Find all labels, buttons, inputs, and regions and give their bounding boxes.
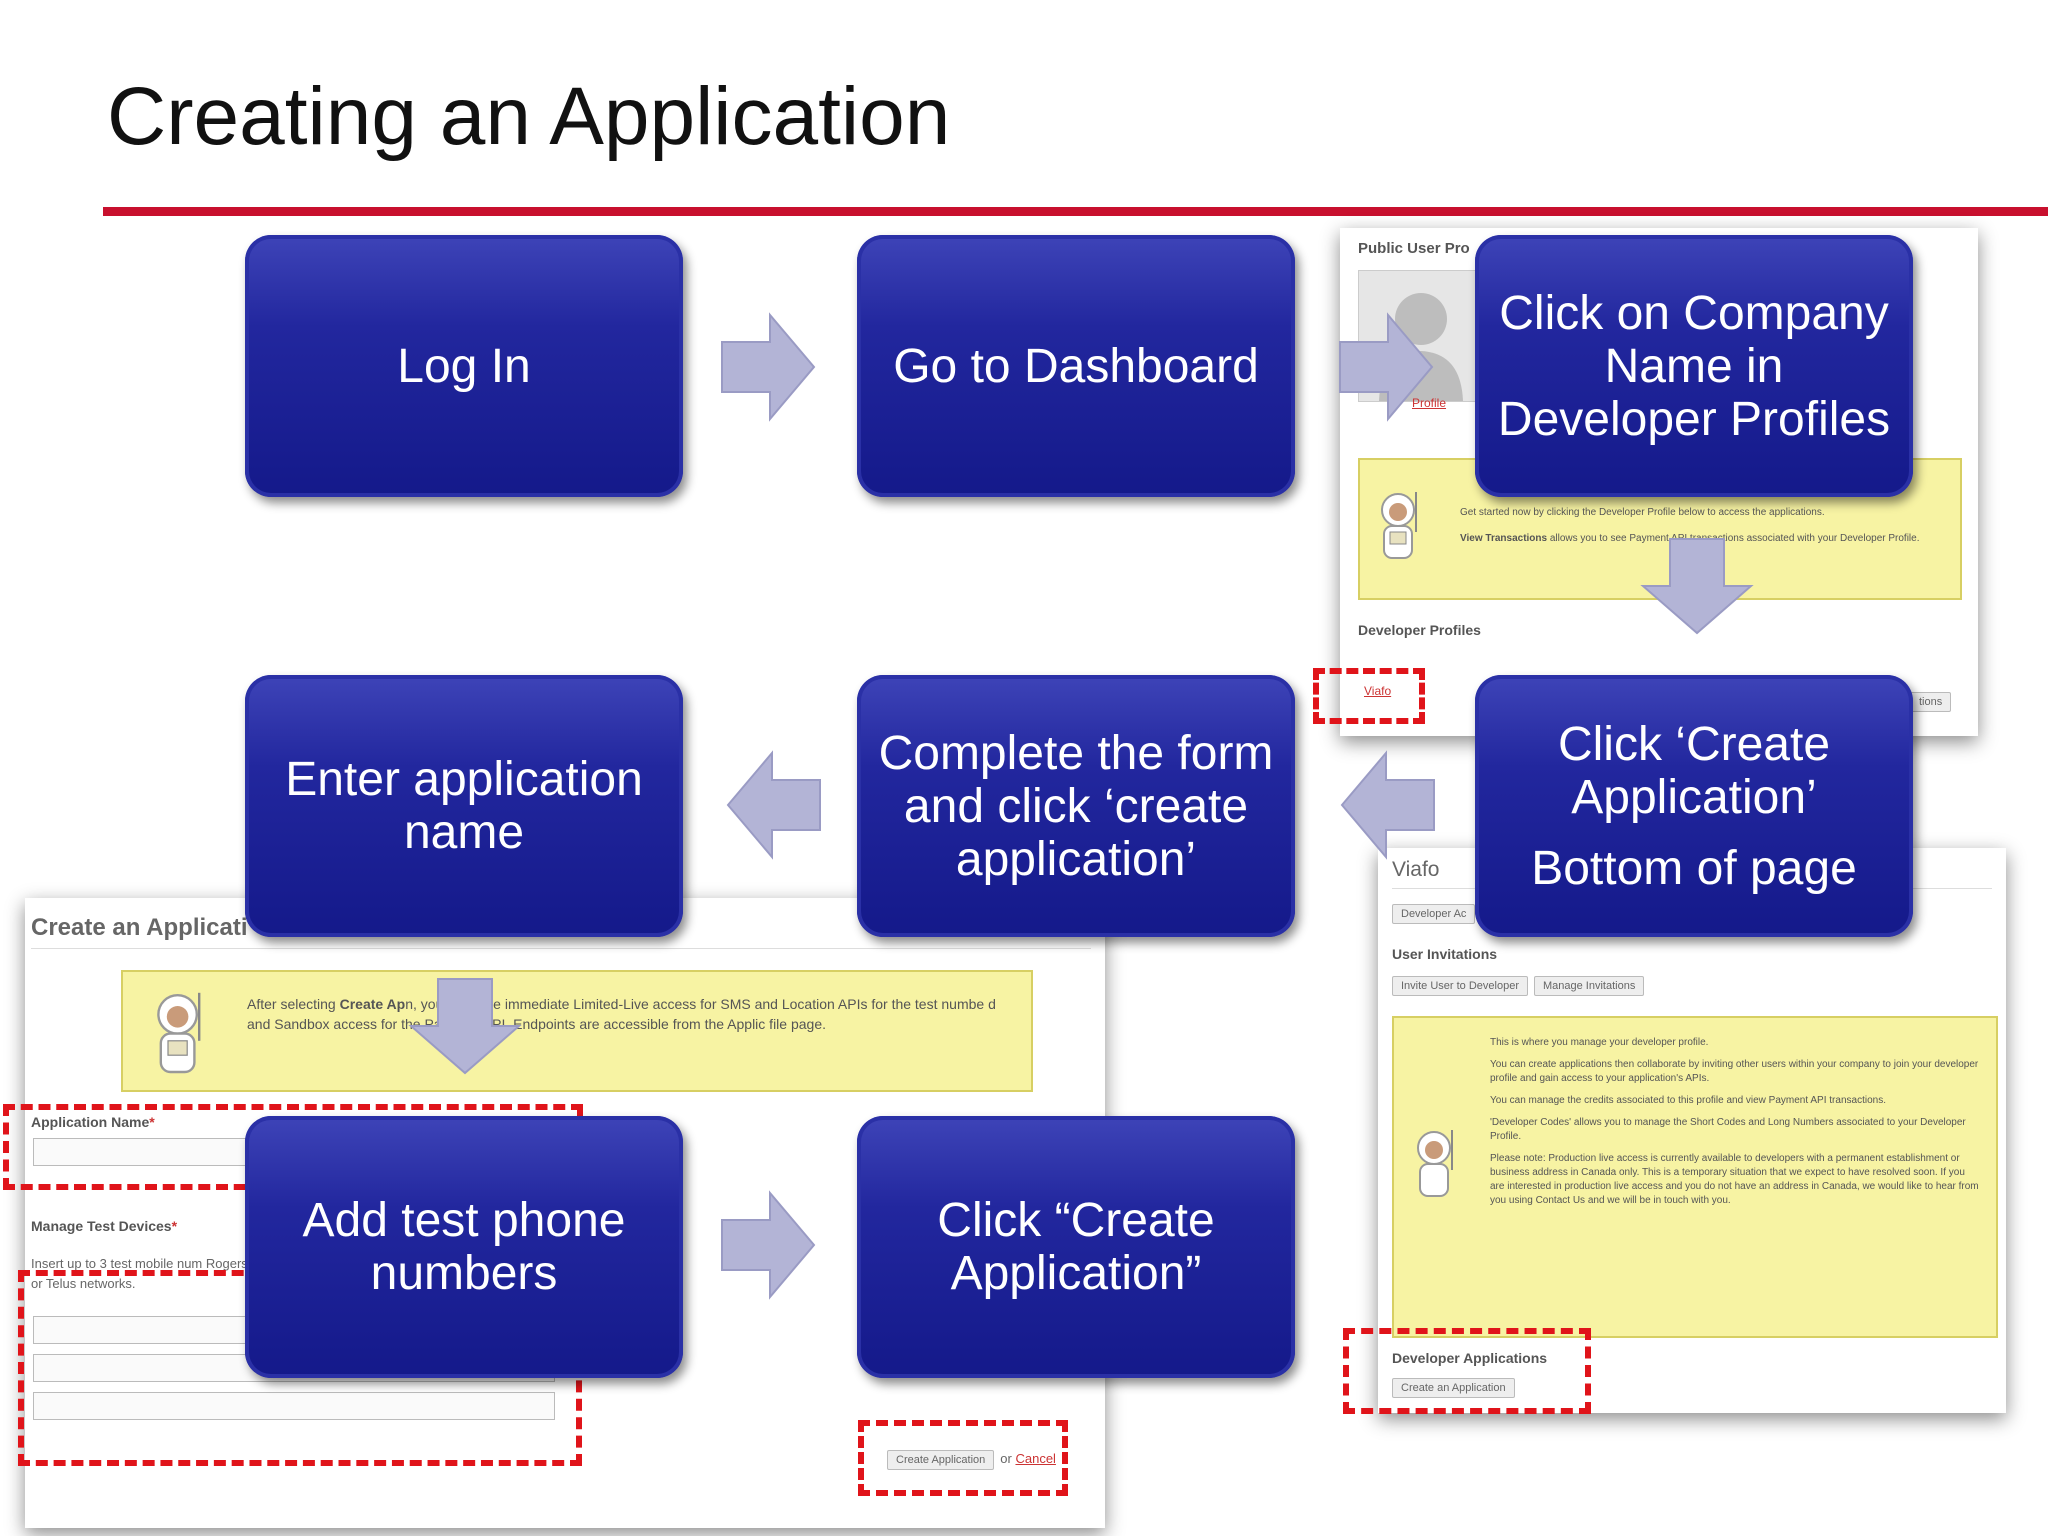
- info-paragraph: 'Developer Codes' allows you to manage t…: [1490, 1117, 1966, 1142]
- form-actions: Create Application or Cancel: [887, 1450, 1056, 1470]
- step-enter-name-label: Enter application name: [285, 753, 643, 859]
- notice-rest: n, you will have immediate Limited-Live …: [247, 996, 996, 1032]
- user-invitations-heading: User Invitations: [1392, 946, 1498, 962]
- highlight-viafo-link: [1313, 668, 1425, 724]
- viafo-info-text: This is where you manage your developer …: [1490, 1036, 1980, 1208]
- step-complete-label: Complete the form and click ‘create appl…: [878, 726, 1274, 886]
- highlight-create-button: [858, 1420, 1068, 1496]
- title-divider: [103, 207, 2048, 216]
- info-paragraph: Please note: Production live access is c…: [1490, 1153, 1979, 1206]
- devices-hint: Insert up to 3 test mobile num Rogers or…: [31, 1256, 248, 1291]
- invite-user-button[interactable]: Invite User to Developer: [1392, 976, 1528, 996]
- profile-link[interactable]: Profile: [1412, 396, 1447, 410]
- manage-invitations-button[interactable]: Manage Invitations: [1534, 976, 1645, 996]
- step-create-label: Click ‘Create Application’: [1557, 717, 1831, 824]
- developer-applications-heading: Developer Applications: [1392, 1350, 1548, 1366]
- application-name-label: Application Name*: [31, 1114, 155, 1130]
- viafo-title: Viafo: [1392, 858, 1440, 881]
- step-complete-form: Complete the form and click ‘create appl…: [857, 675, 1295, 937]
- arrow-left-icon: [726, 750, 821, 860]
- slide-title: Creating an Application: [107, 71, 951, 162]
- manage-test-devices-label: Manage Test Devices*: [31, 1218, 177, 1234]
- arrow-down-icon: [408, 978, 522, 1075]
- or-text: or: [1000, 1451, 1012, 1466]
- info-paragraph: You can create applications then collabo…: [1490, 1059, 1979, 1084]
- step-create-text: Click ‘Create Application’ Bottom of pag…: [1493, 718, 1895, 895]
- step-create-sublabel: Bottom of page: [1531, 841, 1857, 895]
- create-app-notice: After selecting Create Apn, you will hav…: [121, 970, 1033, 1092]
- viafo-info-panel: This is where you manage your developer …: [1392, 1016, 1998, 1338]
- arrow-right-icon: [721, 1190, 816, 1300]
- highlight-developer-applications: [1343, 1328, 1591, 1414]
- required-mark: *: [149, 1114, 155, 1130]
- arrow-left-icon: [1340, 750, 1435, 860]
- required-mark: *: [171, 1218, 178, 1234]
- create-app-title: Create an Applicati: [31, 914, 248, 941]
- step-company-label: Click on Company Name in Developer Profi…: [1497, 286, 1891, 446]
- application-name-text: Application Name: [31, 1114, 150, 1130]
- view-transactions-text: allows you to see Payment API transactio…: [1547, 533, 1920, 544]
- developer-profiles-heading: Developer Profiles: [1358, 622, 1481, 638]
- view-transactions-label: View Transactions: [1460, 533, 1548, 544]
- create-app-notice-text: After selecting Create Apn, you will hav…: [247, 994, 1007, 1034]
- create-application-submit-button[interactable]: Create Application: [887, 1450, 995, 1470]
- viafo-profile-link[interactable]: Viafo: [1364, 684, 1392, 698]
- step-click-create-label: Click “Create Application”: [937, 1194, 1215, 1300]
- view-transactions-button[interactable]: tions: [1910, 692, 1952, 712]
- viafo-screenshot: Viafo Developer Ac User Invitations Invi…: [1378, 848, 2006, 1413]
- arrow-right-icon: [1339, 312, 1434, 422]
- cancel-link[interactable]: Cancel: [1015, 1451, 1056, 1466]
- step-add-phone-label: Add test phone numbers: [302, 1194, 626, 1300]
- step-enter-application-name: Enter application name: [245, 675, 683, 937]
- astronaut-mascot-icon: [157, 992, 201, 1074]
- notice-line-1: Get started now by clicking the Develope…: [1460, 507, 1825, 518]
- step-go-to-dashboard: Go to Dashboard: [857, 235, 1295, 497]
- create-an-application-button[interactable]: Create an Application: [1392, 1378, 1515, 1398]
- step-log-in: Log In: [245, 235, 683, 497]
- profile-header: Public User Pro: [1358, 240, 1470, 257]
- step-click-create-application: Click ‘Create Application’ Bottom of pag…: [1475, 675, 1913, 937]
- arrow-down-icon: [1640, 538, 1754, 635]
- create-app-title-underline: [31, 948, 1091, 949]
- info-paragraph: This is where you manage your developer …: [1490, 1037, 1709, 1048]
- notice-line-2: View Transactions allows you to see Paym…: [1460, 532, 1940, 546]
- step-log-in-label: Log In: [397, 339, 531, 393]
- step-click-create-application-final: Click “Create Application”: [857, 1116, 1295, 1378]
- step-click-company-name: Click on Company Name in Developer Profi…: [1475, 235, 1913, 497]
- test-device-input-3[interactable]: [33, 1392, 555, 1420]
- astronaut-mascot-icon: [1381, 492, 1417, 559]
- developer-account-tab[interactable]: Developer Ac: [1392, 904, 1476, 924]
- invitations-buttons: Invite User to Developer Manage Invitatio…: [1392, 976, 1650, 996]
- arrow-right-icon: [721, 312, 816, 422]
- notice-pre: After selecting: [247, 996, 340, 1012]
- astronaut-mascot-icon: [1417, 1130, 1453, 1197]
- step-dashboard-label: Go to Dashboard: [893, 339, 1259, 393]
- info-paragraph: You can manage the credits associated to…: [1490, 1095, 1886, 1106]
- step-add-test-phone-numbers: Add test phone numbers: [245, 1116, 683, 1378]
- notice-bold: Create Ap: [339, 996, 406, 1012]
- manage-test-devices-text: Manage Test Devices: [31, 1218, 172, 1234]
